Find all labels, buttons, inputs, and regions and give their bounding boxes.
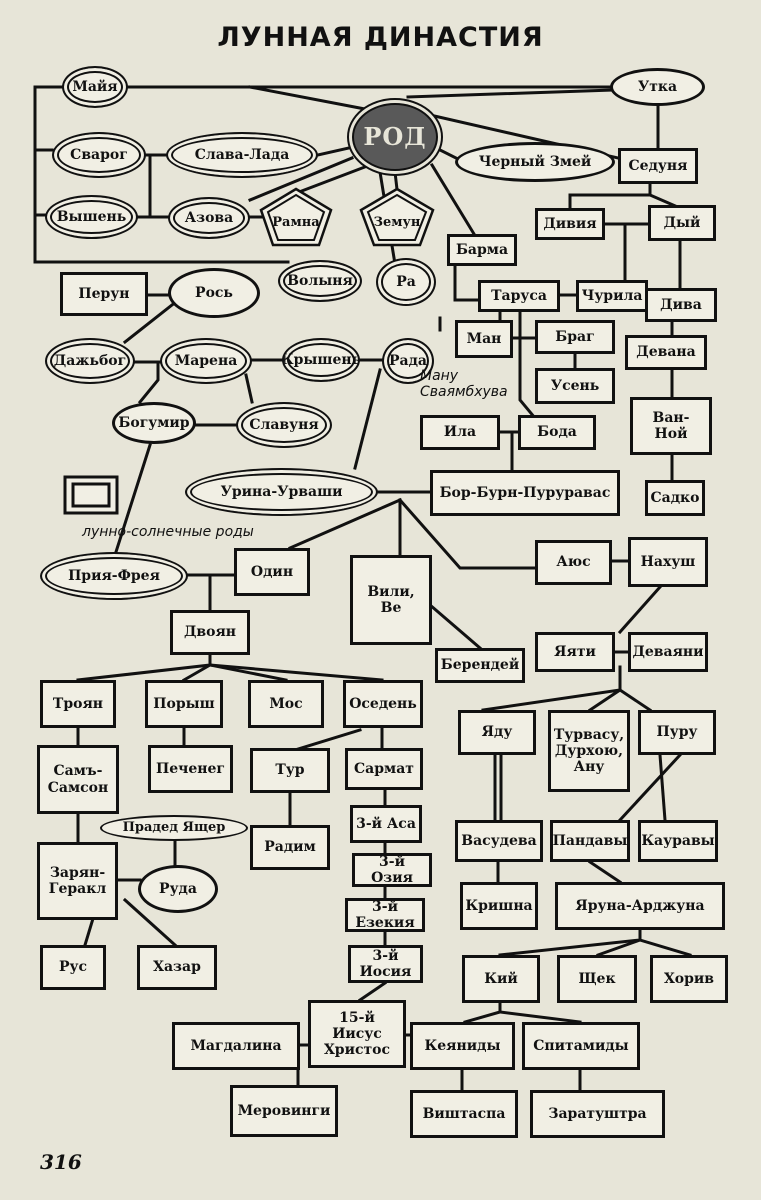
node-zaryan: Зарян- Геракл <box>37 842 118 920</box>
node-krishna: Кришна <box>460 882 538 930</box>
node-devana: Девана <box>625 335 707 370</box>
node-ros: Рось <box>168 268 260 318</box>
node-dazhbog: Дажьбог <box>45 338 135 384</box>
node-cherny-zmey: Черный Змей <box>455 142 615 182</box>
node-maya: Майя <box>62 66 128 108</box>
node-ila: Ила <box>420 415 500 450</box>
node-pecheneg: Печенег <box>148 745 233 793</box>
node-ayus: Аюс <box>535 540 612 585</box>
node-mos: Мос <box>248 680 324 728</box>
node-azova: Азова <box>168 197 250 239</box>
node-kryshen: Крышень <box>282 338 360 382</box>
node-zemun: Земун <box>358 186 436 248</box>
page-number: 316 <box>40 1150 82 1174</box>
node-slava-lada: Слава-Лада <box>166 132 318 178</box>
node-dvoyan: Двоян <box>170 610 250 655</box>
node-volynya: Волыня <box>278 260 362 302</box>
node-ramna: Рамна <box>258 186 334 248</box>
node-porysh: Порыш <box>145 680 223 728</box>
node-hazar: Хазар <box>137 945 217 990</box>
node-svarog: Сварог <box>52 132 146 178</box>
node-oziya: 3-й Озия <box>352 853 432 887</box>
node-urina: Урина-Урваши <box>185 468 378 516</box>
node-vishtaspa: Виштаспа <box>410 1090 518 1138</box>
node-ezekiya: 3-й Езекия <box>345 898 425 932</box>
node-odin: Один <box>234 548 310 596</box>
node-merovingi: Меровинги <box>230 1085 338 1137</box>
node-troyan: Троян <box>40 680 116 728</box>
node-utka: Утка <box>610 68 705 106</box>
node-rus: Рус <box>40 945 106 990</box>
pentagon-shape <box>259 187 333 247</box>
node-yadu: Яду <box>458 710 536 755</box>
node-usen: Усень <box>535 368 615 404</box>
node-zemun-label: Земун <box>373 214 421 230</box>
node-ruda: Руда <box>138 865 218 913</box>
node-spitamidy: Спитамиды <box>522 1022 640 1070</box>
node-marena: Марена <box>160 338 252 384</box>
node-zaratushtra: Заратуштра <box>530 1090 665 1138</box>
node-priya: Прия-Фрея <box>40 552 188 600</box>
node-vyshen: Вышень <box>45 195 138 239</box>
node-sedunya: Седуня <box>618 148 698 184</box>
node-ramna-label: Рамна <box>272 214 320 230</box>
page-title: ЛУННАЯ ДИНАСТИЯ <box>217 22 544 53</box>
pentagon-shape <box>359 187 435 247</box>
node-boda: Бода <box>518 415 596 450</box>
node-horiv: Хорив <box>650 955 728 1003</box>
node-oseden: Оседень <box>343 680 423 728</box>
node-schek: Щек <box>557 955 637 1003</box>
node-brag: Браг <box>535 320 615 354</box>
node-yayati: Яяти <box>535 632 615 672</box>
node-diviya: Дивия <box>535 208 605 240</box>
node-tur: Тур <box>250 748 330 793</box>
node-vasudeva: Васудева <box>455 820 543 862</box>
note-manu: Ману Сваямбхува <box>420 368 508 401</box>
node-van-noy: Ван- Ной <box>630 397 712 455</box>
node-turvasu: Турвасу, Дурхою, Ану <box>548 710 630 792</box>
node-praded: Прадед Ящер <box>100 815 248 841</box>
node-asa: 3-й Аса <box>350 805 422 843</box>
node-rada: Рада <box>382 338 434 384</box>
node-berendey: Берендей <box>435 648 525 683</box>
node-kauravy: Кауравы <box>638 820 718 862</box>
node-churila: Чурила <box>576 280 648 312</box>
node-puru: Пуру <box>638 710 716 755</box>
node-iosiya: 3-й Иосия <box>348 945 423 983</box>
node-sadko: Садко <box>645 480 705 516</box>
node-ra: Ра <box>376 258 436 306</box>
legend-double-box-icon <box>63 475 119 515</box>
node-bogumir: Богумир <box>112 402 196 444</box>
node-pandavy: Пандавы <box>550 820 630 862</box>
node-diva: Дива <box>645 288 717 322</box>
node-dyy: Дый <box>648 205 716 241</box>
node-tarusa: Таруса <box>478 280 560 312</box>
node-devayani: Деваяни <box>628 632 708 672</box>
node-iisus: 15-й Иисус Христос <box>308 1000 406 1068</box>
node-rod: РОД <box>352 103 438 171</box>
node-sarmat: Сармат <box>345 748 423 790</box>
node-perun: Перун <box>60 272 148 316</box>
node-keyanidy: Кеяниды <box>410 1022 515 1070</box>
note-lunar-solar: лунно-солнечные роды <box>82 524 254 540</box>
node-vili: Вили, Ве <box>350 555 432 645</box>
node-samson: Самъ- Самсон <box>37 745 119 814</box>
node-kiy: Кий <box>462 955 540 1003</box>
node-yaruna: Яруна-Арджуна <box>555 882 725 930</box>
node-slavunya: Славуня <box>236 402 332 448</box>
node-magdalina: Магдалина <box>172 1022 300 1070</box>
node-radim: Радим <box>250 825 330 870</box>
node-barma: Барма <box>447 234 517 266</box>
node-nahush: Нахуш <box>628 537 708 587</box>
node-man: Ман <box>455 320 513 358</box>
node-bor: Бор-Бурн-Пуруравас <box>430 470 620 516</box>
